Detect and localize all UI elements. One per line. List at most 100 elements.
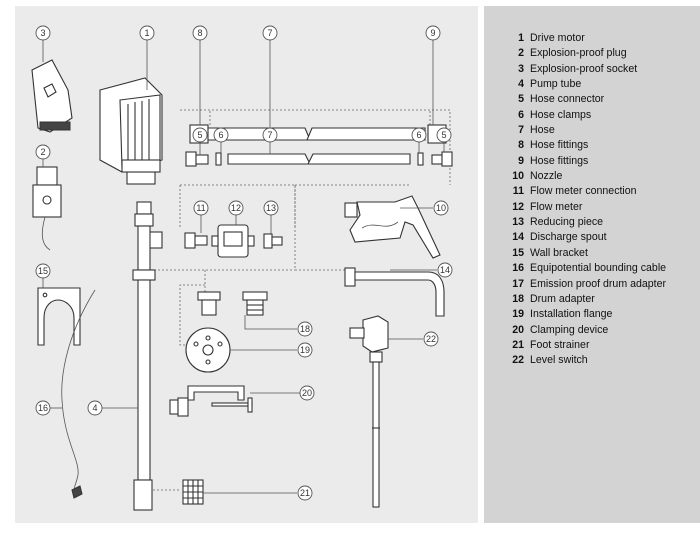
legend-item: 2 Explosion-proof plug bbox=[506, 46, 666, 61]
svg-text:4: 4 bbox=[92, 403, 97, 413]
callout-7-upper: 7 bbox=[262, 25, 278, 41]
legend-item: 6 Hose clamps bbox=[506, 108, 666, 123]
svg-text:5: 5 bbox=[197, 130, 202, 140]
legend-number: 4 bbox=[518, 78, 524, 91]
legend-number: 14 bbox=[512, 231, 524, 244]
level-switch-drawing bbox=[349, 315, 389, 508]
legend-number: 2 bbox=[518, 47, 524, 60]
legend-label: Hose bbox=[530, 124, 555, 137]
legend-label: Installation flange bbox=[530, 308, 613, 321]
callout-5-right: 5 bbox=[436, 127, 452, 143]
legend-label: Wall bracket bbox=[530, 246, 588, 259]
legend-item: 20 Clamping device bbox=[506, 323, 666, 338]
legend-label: Drum adapter bbox=[530, 292, 595, 305]
svg-text:5: 5 bbox=[441, 130, 446, 140]
callout-18: 18 bbox=[297, 321, 313, 337]
svg-text:13: 13 bbox=[266, 203, 276, 213]
legend-label: Discharge spout bbox=[530, 231, 607, 244]
legend-number: 19 bbox=[512, 308, 524, 321]
callout-4: 4 bbox=[87, 400, 103, 416]
legend-number: 21 bbox=[512, 338, 524, 351]
svg-text:11: 11 bbox=[196, 203, 205, 213]
legend-item: 21 Foot strainer bbox=[506, 338, 666, 353]
legend-label: Hose fittings bbox=[530, 154, 589, 167]
drum-adapter-drawing bbox=[197, 291, 268, 316]
installation-flange-drawing bbox=[185, 327, 231, 373]
flow-meter-drawing bbox=[184, 224, 283, 258]
assembly-guides bbox=[145, 109, 451, 491]
legend-number: 13 bbox=[512, 216, 524, 229]
legend-label: Level switch bbox=[530, 354, 588, 367]
callout-6-left: 6 bbox=[213, 127, 229, 143]
diagram-panel: 1 3 2 8 7 9 5 6 7 6 5 10 11 12 13 14 15 … bbox=[15, 6, 478, 523]
svg-text:6: 6 bbox=[416, 130, 421, 140]
legend-item: 22 Level switch bbox=[506, 353, 666, 368]
legend-item: 8 Hose fittings bbox=[506, 138, 666, 153]
legend-number: 16 bbox=[512, 262, 524, 275]
legend-number: 6 bbox=[518, 108, 524, 121]
callout-3: 3 bbox=[35, 25, 51, 41]
callout-2: 2 bbox=[35, 144, 51, 160]
legend-item: 14 Discharge spout bbox=[506, 230, 666, 245]
bonding-cable-drawing bbox=[61, 289, 96, 499]
nozzle-drawing bbox=[344, 195, 441, 259]
callout-12: 12 bbox=[228, 200, 244, 216]
svg-text:7: 7 bbox=[267, 28, 272, 38]
svg-text:7: 7 bbox=[267, 130, 272, 140]
legend-number: 9 bbox=[518, 154, 524, 167]
hose-upper-drawing bbox=[189, 124, 447, 144]
drive-motor-drawing bbox=[99, 77, 163, 185]
legend-label: Foot strainer bbox=[530, 338, 590, 351]
legend-item: 19 Installation flange bbox=[506, 307, 666, 322]
legend-number: 20 bbox=[512, 323, 524, 336]
legend-number: 10 bbox=[512, 170, 524, 183]
svg-text:21: 21 bbox=[300, 488, 310, 498]
callout-11: 11 bbox=[193, 200, 209, 216]
callout-8: 8 bbox=[192, 25, 208, 41]
pump-tube-drawing bbox=[132, 201, 163, 511]
legend-number: 1 bbox=[518, 32, 524, 44]
svg-text:18: 18 bbox=[300, 324, 310, 334]
legend-label: Explosion-proof plug bbox=[530, 47, 627, 60]
legend-label: Hose clamps bbox=[530, 108, 592, 121]
callout-15: 15 bbox=[35, 263, 51, 279]
svg-text:9: 9 bbox=[430, 28, 435, 38]
legend-number: 18 bbox=[512, 292, 524, 305]
legend-number: 3 bbox=[518, 62, 524, 75]
leader-lines bbox=[42, 39, 445, 494]
parts-diagram: 1 3 2 8 7 9 5 6 7 6 5 10 11 12 13 14 15 … bbox=[31, 25, 453, 511]
legend-number: 22 bbox=[512, 354, 524, 367]
legend-item: 11 Flow meter connection bbox=[506, 184, 666, 199]
svg-text:12: 12 bbox=[231, 203, 241, 213]
svg-text:22: 22 bbox=[426, 334, 436, 344]
discharge-spout-drawing bbox=[344, 267, 445, 317]
svg-text:2: 2 bbox=[40, 147, 45, 157]
legend-number: 12 bbox=[512, 200, 524, 213]
callout-7-lower: 7 bbox=[262, 127, 278, 143]
legend-number: 15 bbox=[512, 246, 524, 259]
svg-text:1: 1 bbox=[144, 28, 149, 38]
callout-22: 22 bbox=[423, 331, 439, 347]
legend-label: Hose fittings bbox=[530, 139, 589, 152]
legend-label: Equipotential bounding cable bbox=[530, 262, 667, 275]
legend-label: Flow meter connection bbox=[530, 185, 637, 198]
explosion-proof-plug-drawing bbox=[32, 166, 62, 251]
legend-number: 11 bbox=[512, 185, 524, 198]
callout-14: 14 bbox=[437, 262, 453, 278]
legend-item: 4 Pump tube bbox=[506, 77, 666, 92]
svg-text:8: 8 bbox=[197, 28, 202, 38]
legend-label: Clamping device bbox=[530, 323, 609, 336]
clamping-device-drawing bbox=[169, 385, 253, 417]
legend-number: 8 bbox=[518, 139, 524, 152]
callout-16: 16 bbox=[35, 400, 51, 416]
hose-lower-drawing bbox=[185, 151, 453, 167]
callout-5-left: 5 bbox=[192, 127, 208, 143]
legend-label: Pump tube bbox=[530, 78, 582, 91]
